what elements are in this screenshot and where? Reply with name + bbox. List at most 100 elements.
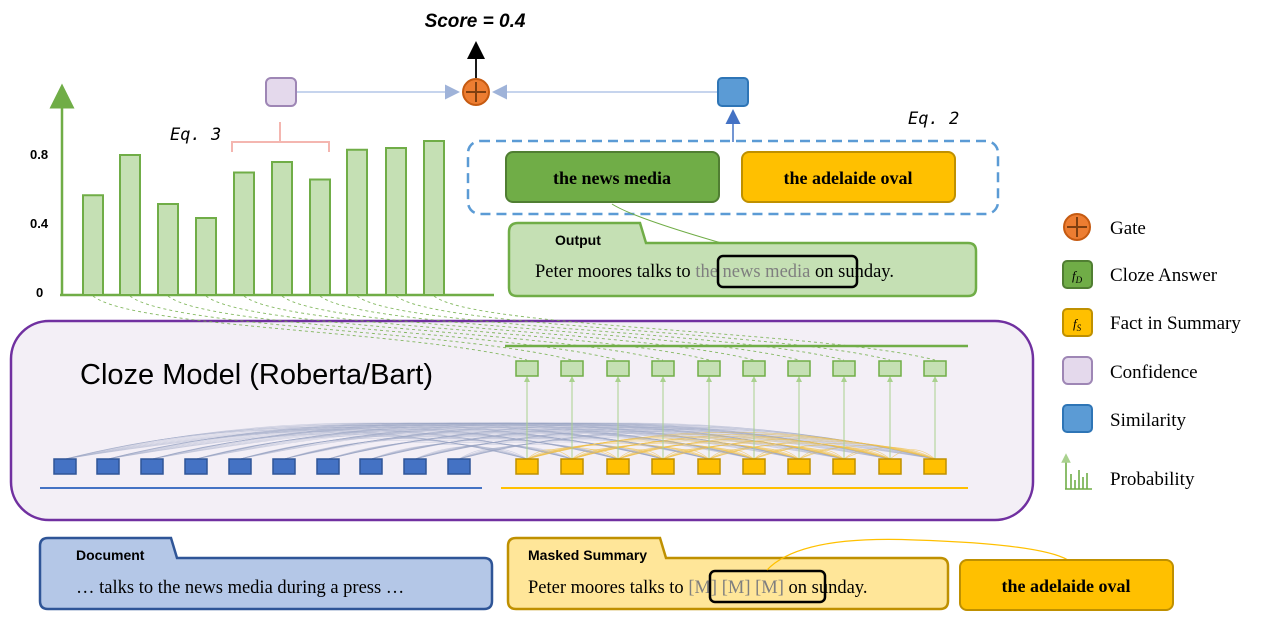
attention-arc bbox=[107, 431, 528, 460]
attention-arc bbox=[370, 433, 755, 460]
summary-token bbox=[651, 458, 675, 475]
attention-arc bbox=[526, 444, 664, 460]
attention-arc bbox=[414, 437, 710, 460]
attention-arc bbox=[458, 437, 755, 460]
attention-arc bbox=[526, 449, 573, 460]
attention-arc bbox=[662, 449, 710, 460]
attention-arc bbox=[283, 435, 619, 460]
fact-to-mask-connector bbox=[766, 538, 1069, 571]
y-tick-label: 0 bbox=[36, 285, 43, 300]
attention-arc bbox=[571, 449, 619, 460]
bar bbox=[309, 178, 331, 296]
masked-summary-prefix: Peter moores talks to bbox=[528, 578, 688, 598]
attention-arc bbox=[107, 424, 664, 460]
legend-label: Cloze Answer bbox=[1110, 265, 1218, 286]
probability-chart: 0.8 0.4 0 bbox=[30, 83, 494, 300]
attention-arc bbox=[571, 438, 845, 460]
attention-arc bbox=[526, 431, 936, 460]
document-tab-label: Document bbox=[76, 547, 145, 563]
answer-container bbox=[466, 139, 1000, 216]
summary-token bbox=[832, 458, 856, 475]
attention-arc bbox=[526, 449, 573, 460]
fact-box-text: the adelaide oval bbox=[1002, 576, 1131, 596]
attention-arc bbox=[617, 436, 936, 460]
cloze-model-title: Cloze Model (Roberta/Bart) bbox=[80, 359, 433, 391]
attention-arc bbox=[239, 435, 573, 460]
attention-arc bbox=[617, 440, 845, 460]
attention-arc bbox=[370, 441, 573, 460]
attention-arc bbox=[64, 422, 891, 460]
attention-arc bbox=[151, 422, 800, 460]
attention-arc bbox=[327, 435, 664, 460]
confidence-box bbox=[265, 77, 297, 107]
output-token bbox=[878, 360, 902, 377]
attention-arc bbox=[195, 422, 800, 460]
document-token bbox=[359, 458, 383, 475]
attention-arc bbox=[617, 444, 755, 460]
similarity-box bbox=[717, 77, 749, 107]
cloze-answer-text: the news media bbox=[553, 168, 671, 188]
attention-arc bbox=[107, 422, 891, 460]
attention-arc bbox=[239, 422, 845, 460]
attention-arc bbox=[64, 422, 664, 460]
attention-arc bbox=[708, 449, 755, 460]
attention-arc bbox=[195, 422, 845, 460]
summary-token bbox=[606, 458, 630, 475]
output-box bbox=[507, 221, 978, 298]
attention-arc bbox=[414, 433, 800, 460]
attention-arc bbox=[458, 448, 528, 460]
summary-token bbox=[923, 458, 947, 475]
bar-to-output-link bbox=[433, 295, 936, 361]
masked-summary-sentence: Peter moores talks to [M] [M] [M] on sun… bbox=[528, 578, 867, 598]
summary-token bbox=[515, 458, 539, 475]
bar-to-output-link bbox=[167, 295, 619, 361]
attention-arc bbox=[526, 440, 755, 460]
output-highlight-frame bbox=[716, 254, 859, 289]
output-tab-label: Output bbox=[555, 232, 601, 248]
attention-arc bbox=[151, 422, 755, 460]
bar bbox=[195, 217, 217, 296]
masked-summary-tab-label: Masked Summary bbox=[528, 547, 647, 563]
attention-arc bbox=[370, 431, 800, 460]
attention-arc bbox=[662, 444, 800, 460]
attention-arc bbox=[283, 426, 800, 460]
attention-arc bbox=[753, 449, 800, 460]
attention-arc bbox=[64, 422, 755, 460]
summary-token bbox=[697, 458, 721, 475]
attention-arc bbox=[283, 422, 936, 460]
attention-arc bbox=[370, 426, 891, 460]
eq2-label: Eq. 2 bbox=[908, 109, 959, 129]
summary-token bbox=[878, 458, 902, 475]
attention-arc bbox=[64, 422, 800, 460]
attention-arc bbox=[195, 426, 710, 460]
attention-arc bbox=[151, 427, 664, 460]
bar-to-output-link bbox=[243, 295, 710, 361]
document-token bbox=[403, 458, 427, 475]
bar bbox=[271, 161, 293, 296]
attention-arc bbox=[64, 422, 845, 460]
attention-arc bbox=[195, 424, 755, 460]
summary-token bbox=[560, 458, 584, 475]
attention-arc bbox=[107, 429, 573, 460]
attention-arc bbox=[414, 441, 619, 460]
attention-arc bbox=[889, 449, 936, 460]
legend-label: Similarity bbox=[1110, 410, 1187, 431]
attention-arc bbox=[239, 422, 891, 460]
bar-to-output-link bbox=[205, 295, 664, 361]
attention-arc bbox=[283, 433, 664, 460]
masked-summary-box bbox=[506, 536, 950, 611]
confidence-icon bbox=[1062, 356, 1093, 385]
output-token bbox=[832, 360, 856, 377]
attention-arc bbox=[327, 433, 710, 460]
fact-answer-text: the adelaide oval bbox=[784, 168, 913, 188]
attention-arc bbox=[64, 429, 528, 460]
attention-arc bbox=[662, 440, 891, 460]
attention-arc bbox=[327, 437, 619, 460]
attention-arc bbox=[327, 439, 573, 460]
attention-arc bbox=[843, 449, 891, 460]
attention-arc bbox=[195, 422, 891, 460]
attention-arc bbox=[526, 436, 845, 460]
attention-arc bbox=[64, 424, 619, 460]
bar bbox=[385, 147, 407, 296]
attention-arc bbox=[283, 424, 845, 460]
